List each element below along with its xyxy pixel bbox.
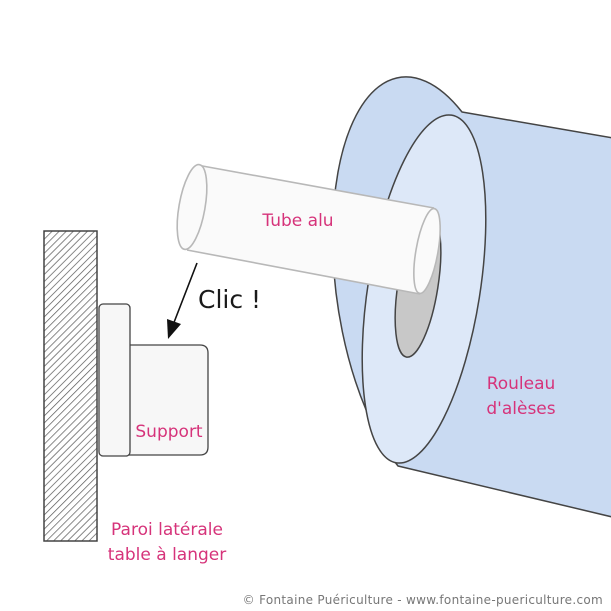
- tube-end-near: [176, 163, 208, 251]
- tube-label: Tube alu: [261, 211, 333, 231]
- tube-end-far: [413, 207, 441, 295]
- roll: [331, 76, 611, 518]
- arrow-down-left-icon: [167, 262, 198, 339]
- aluminium-tube: [176, 163, 441, 295]
- wall-label-line-1: Paroi latérale: [111, 520, 223, 540]
- copyright-credit: © Fontaine Puériculture - www.fontaine-p…: [242, 593, 603, 607]
- side-wall: [43, 230, 98, 542]
- support-bracket: [98, 303, 209, 457]
- support-label: Support: [135, 422, 203, 442]
- roll-label-line-1: Rouleau: [487, 374, 556, 394]
- roll-label-line-2: d'alèses: [486, 399, 555, 419]
- wall-label-line-2: table à langer: [108, 545, 226, 565]
- support-plate: [98, 303, 131, 457]
- clic-label: Clic !: [198, 285, 261, 314]
- support-block: [125, 344, 209, 456]
